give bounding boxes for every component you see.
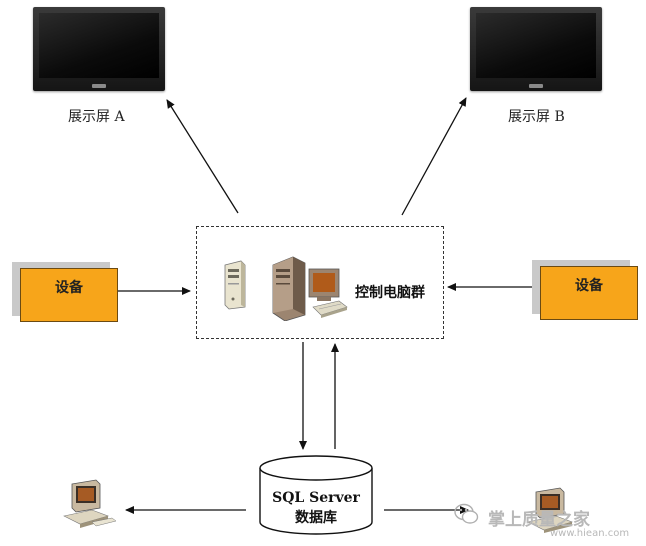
display-screen-a bbox=[33, 7, 165, 91]
database-label-line1: SQL Server bbox=[272, 490, 360, 506]
screen-a-label: 展示屏 A bbox=[68, 109, 125, 125]
watermark-title: 掌上质量之家 bbox=[488, 510, 590, 530]
database-cylinder bbox=[259, 455, 373, 535]
device-right: 设备 bbox=[540, 266, 638, 320]
database-label: SQL Server 数据库 bbox=[256, 488, 376, 528]
arrow-to-screen-b bbox=[401, 97, 467, 216]
server-tower-icon bbox=[224, 260, 246, 310]
device-right-label: 设备 bbox=[575, 278, 603, 294]
arrow-to-screen-a bbox=[166, 99, 239, 214]
device-left: 设备 bbox=[20, 268, 118, 322]
client-computer-left-icon bbox=[63, 479, 117, 528]
display-screen-b bbox=[470, 7, 602, 91]
database-label-line2: 数据库 bbox=[295, 510, 337, 526]
wechat-icon bbox=[454, 503, 479, 524]
screen-b-label: 展示屏 B bbox=[508, 109, 565, 125]
desktop-computer-icon bbox=[308, 268, 348, 318]
computer-workstation-icon bbox=[272, 256, 306, 321]
client-computer-right-icon bbox=[527, 487, 573, 533]
control-computer-group: 控制电脑群 bbox=[196, 226, 444, 339]
device-left-label: 设备 bbox=[55, 280, 83, 296]
control-group-label: 控制电脑群 bbox=[355, 285, 425, 301]
watermark-url: www.hiean.com bbox=[550, 528, 630, 539]
